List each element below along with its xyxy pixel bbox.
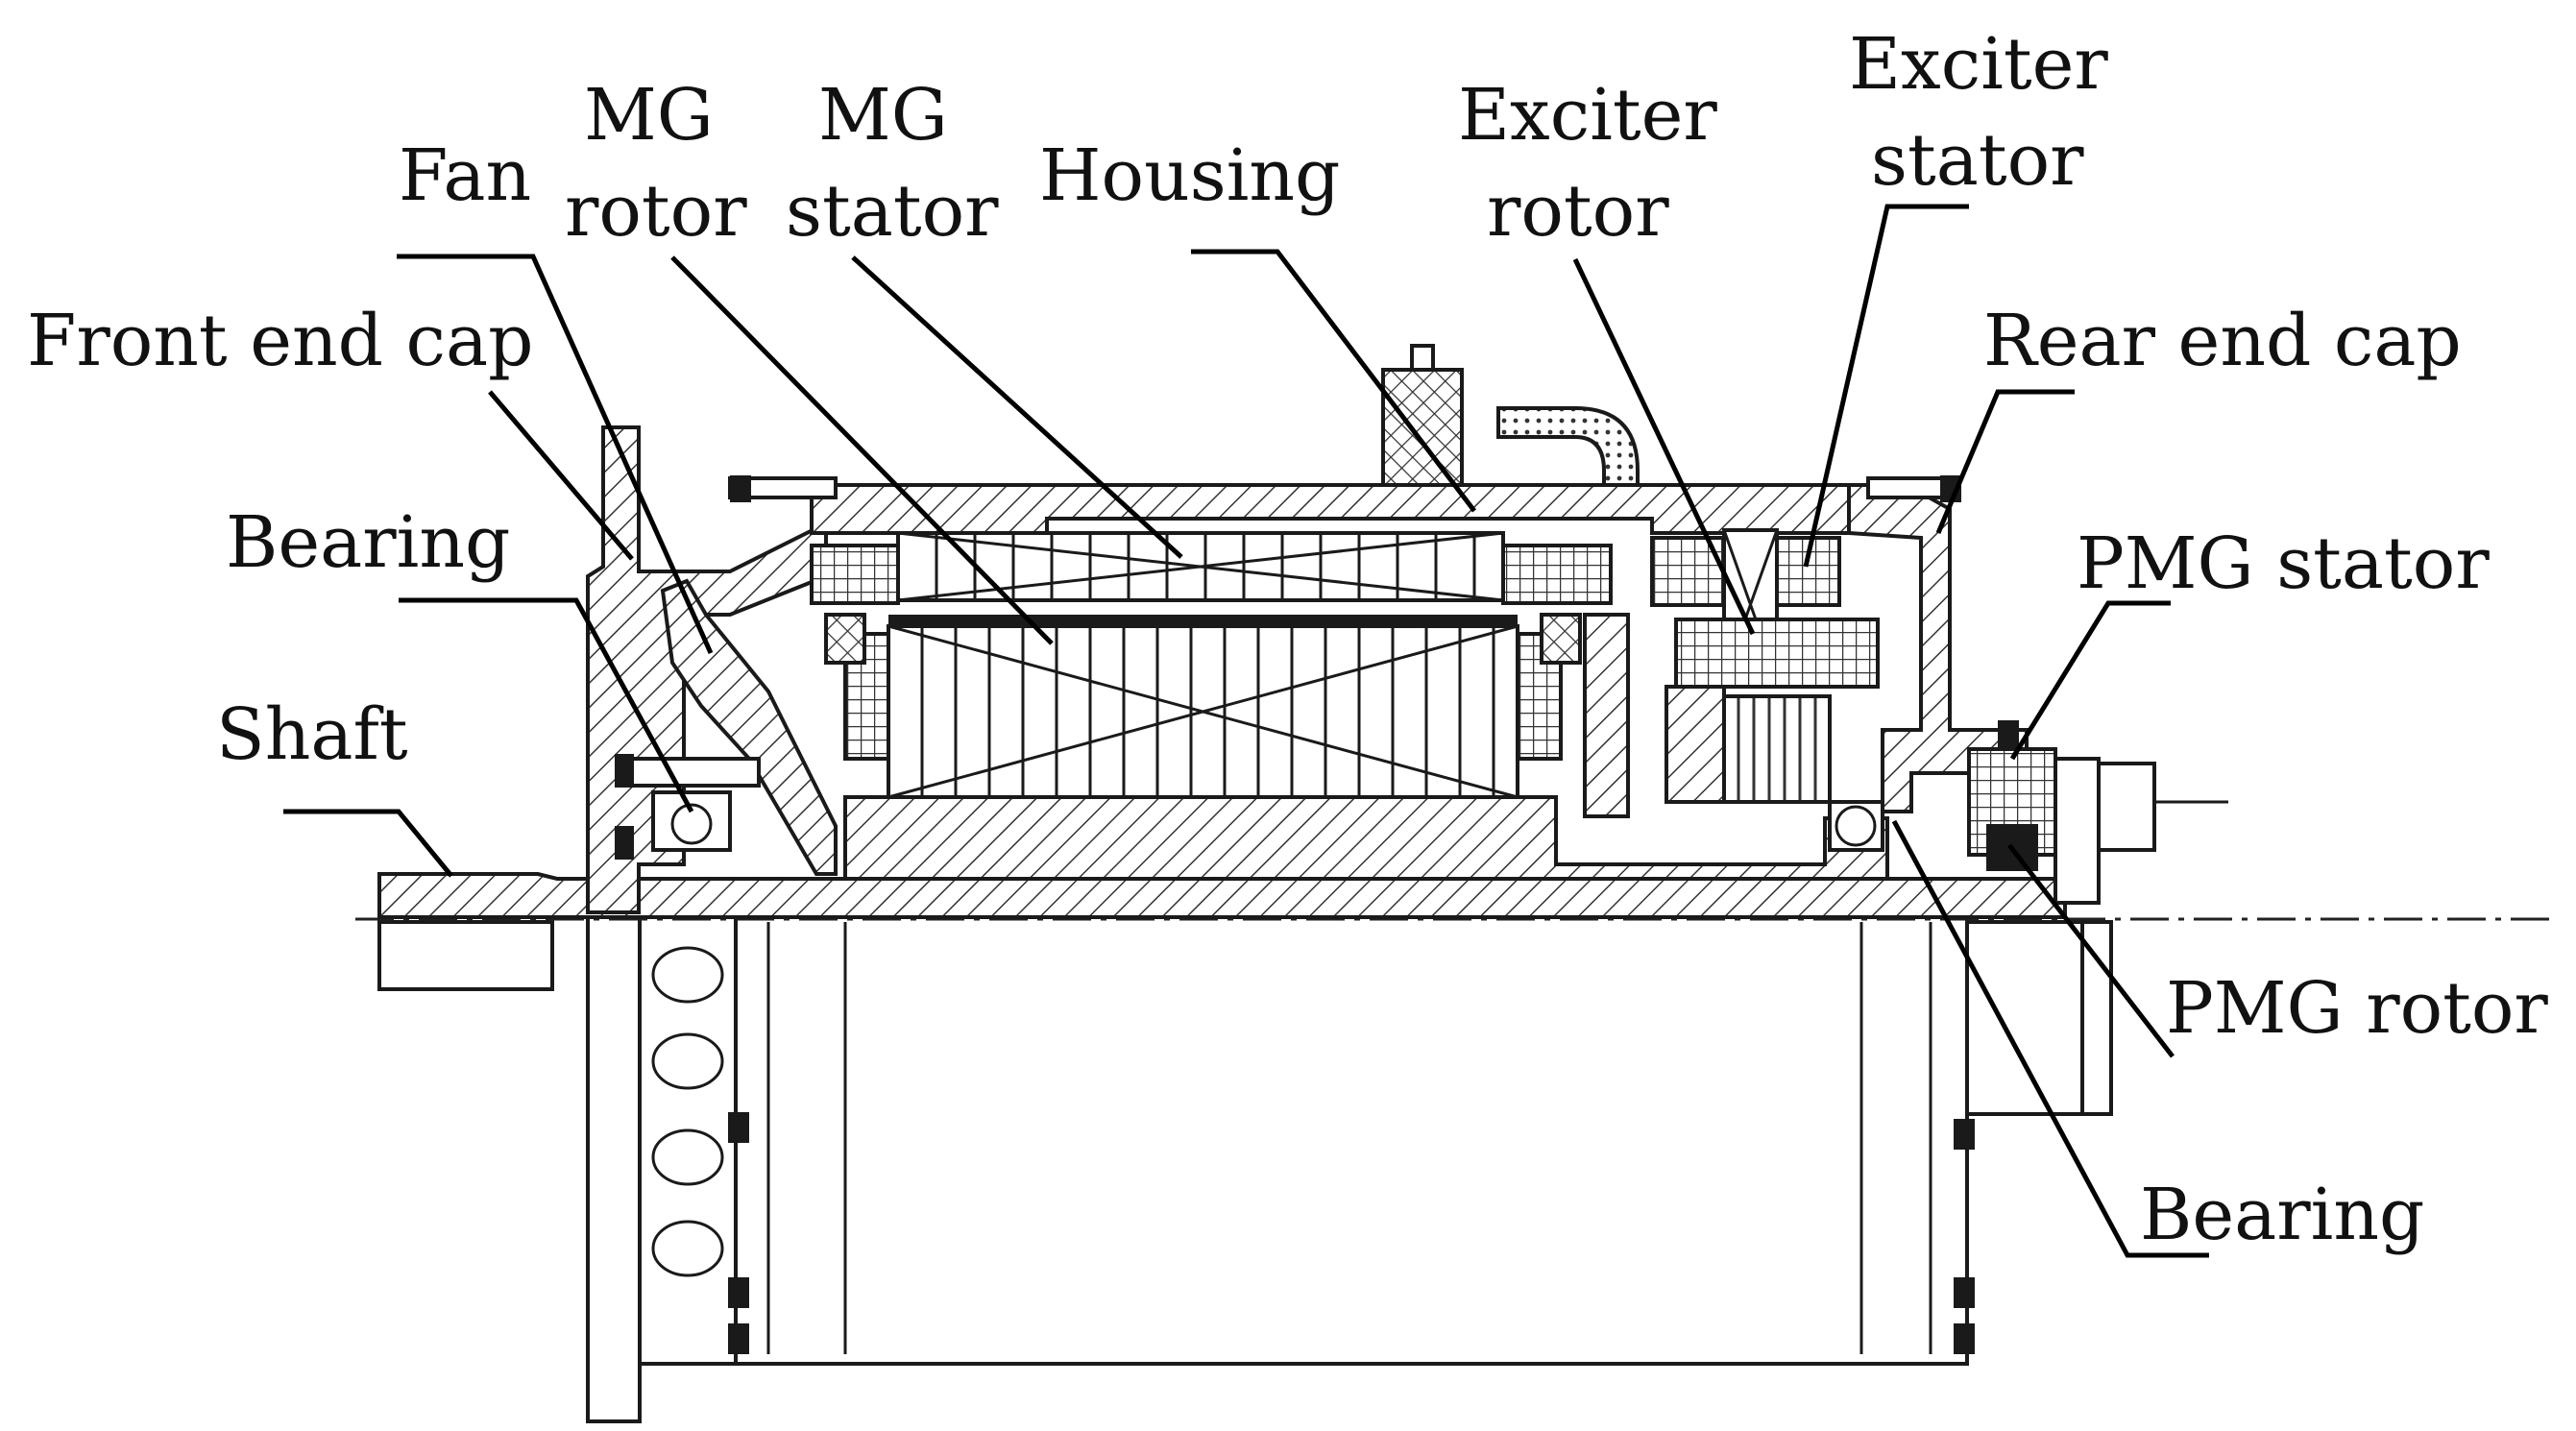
rotor-winding-front: [843, 632, 890, 761]
housing-connector-block: [1381, 368, 1464, 487]
label-rear-end-cap: Rear end cap: [1983, 300, 2462, 382]
rear-bearing-ball: [1835, 805, 1877, 847]
label-housing: Housing: [1039, 134, 1340, 217]
label-fan: Fan: [399, 134, 531, 217]
front-bearing-housing: [651, 790, 732, 852]
fan-hole: [651, 946, 724, 1004]
leader-bearing-rear: [1891, 819, 2209, 1258]
label-mg-stator-line2: stator: [786, 170, 999, 253]
leader-housing: [1191, 249, 1476, 513]
section-upper-half: [377, 344, 2228, 919]
label-exciter-stator-line2: stator: [1871, 119, 2084, 202]
fan-hole: [651, 1128, 724, 1186]
label-mg-rotor-line1: MG: [584, 74, 714, 157]
rear-connector: [2097, 762, 2156, 852]
leader-exciter-stator: [1803, 204, 1969, 568]
label-pmg-stator: PMG stator: [2077, 522, 2490, 605]
leader-pmg-rotor: [2007, 843, 2175, 1058]
air-gap: [888, 615, 1518, 626]
label-bearing-front: Bearing: [226, 501, 510, 584]
leader-mg-rotor: [670, 255, 1054, 645]
fan-hole: [651, 1032, 724, 1090]
rotor-winding-rear: [1516, 632, 1563, 761]
label-exciter-rotor-line1: Exciter: [1458, 74, 1717, 157]
label-exciter-rotor-line2: rotor: [1487, 170, 1669, 253]
leader-bearing-front: [399, 597, 694, 813]
front-bolt: [622, 757, 761, 788]
rotor-laminations: [887, 624, 1519, 799]
leader-pmg-stator: [2009, 600, 2171, 761]
leader-mg-stator: [851, 255, 1183, 559]
labels: Fan MG rotor MG stator Housing Exciter r…: [27, 23, 2548, 1256]
rear-bearing-housing: [1828, 800, 1884, 852]
label-shaft: Shaft: [216, 693, 408, 776]
cable-conduit: [1496, 406, 1640, 487]
bolt-heads: [728, 1112, 1975, 1354]
pmg-cover: [2054, 757, 2101, 905]
housing-exterior: [734, 910, 1969, 1366]
fan-section: [660, 578, 838, 876]
stator-end-winding-front: [810, 544, 900, 605]
leader-exciter-rotor: [1572, 257, 1756, 636]
bolt-heads-section: [615, 475, 2019, 860]
fan-hole: [651, 1220, 724, 1277]
exterior-lower-half: [377, 901, 2113, 1423]
leader-rear-end-cap: [1935, 389, 2075, 534]
label-pmg-rotor: PMG rotor: [2166, 967, 2548, 1050]
label-bearing-rear: Bearing: [2140, 1174, 2424, 1256]
rectifier: [1722, 694, 1832, 804]
leader-fan: [397, 254, 714, 655]
stator-end-winding-rear: [1501, 544, 1613, 605]
front-end-cap-exterior: [586, 901, 642, 1423]
leader-front-end-cap: [488, 390, 634, 561]
label-exciter-stator-line1: Exciter: [1849, 23, 2108, 106]
exciter-rotor-winding: [1674, 618, 1880, 689]
rotor-hub-section: [843, 795, 1889, 881]
exciter-support: [1583, 613, 1630, 818]
rear-cap-exterior: [1965, 920, 2084, 1116]
label-front-end-cap: Front end cap: [27, 300, 533, 382]
front-bearing-ball: [670, 803, 713, 845]
connector-pin: [1410, 344, 1435, 372]
label-mg-rotor-line2: rotor: [565, 170, 747, 253]
exciter-rotor-hub: [1665, 685, 1726, 804]
rotor-end-ring-front: [824, 613, 866, 665]
pmg-cover-exterior: [2080, 920, 2113, 1116]
shaft-exterior: [377, 920, 554, 991]
label-mg-stator-line1: MG: [818, 74, 948, 157]
rotor-end-ring-rear: [1540, 613, 1582, 665]
leader-shaft: [283, 809, 453, 878]
leader-lines: [283, 204, 2209, 1258]
